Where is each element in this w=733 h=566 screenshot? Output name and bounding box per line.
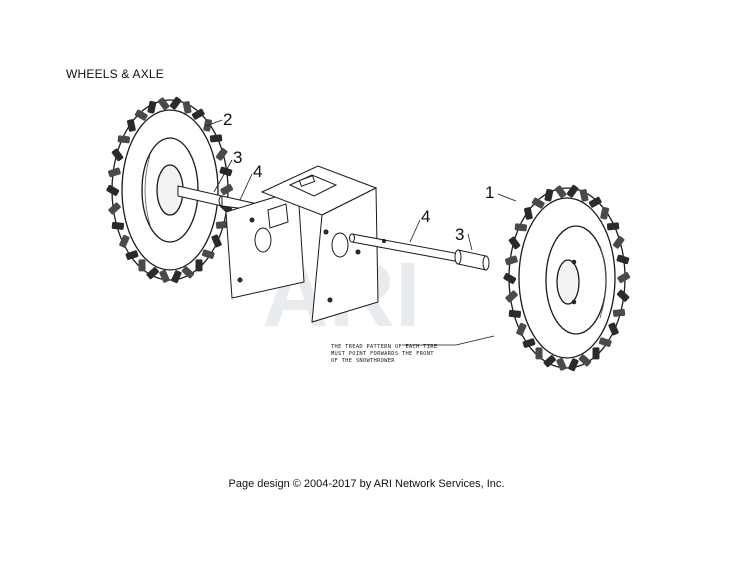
- left-rim-shading: [144, 154, 151, 226]
- right-spacer[interactable]: [454, 249, 490, 271]
- left-tread-block: [117, 135, 131, 144]
- left-tread-block: [215, 220, 229, 229]
- left-tread-block: [182, 101, 192, 114]
- left-tread-block: [111, 148, 124, 162]
- left-wheel[interactable]: [106, 96, 234, 284]
- left-tread-block: [134, 109, 148, 121]
- left-tread-block: [108, 167, 121, 178]
- right-tread-block: [556, 357, 567, 371]
- left-tread-block: [126, 119, 136, 132]
- left-tread-block: [181, 266, 195, 279]
- left-tread-block: [201, 249, 215, 259]
- right-tread-block: [503, 272, 517, 284]
- callout-right-axle: 4: [421, 207, 430, 226]
- right-wheel[interactable]: [503, 184, 631, 372]
- note-line-2: MUST POINT FORWARDS THE FRONT: [331, 351, 434, 357]
- right-tread-block: [544, 188, 554, 202]
- right-tread-block: [514, 223, 528, 232]
- right-tread-block: [612, 308, 626, 317]
- left-tread-block: [169, 96, 182, 110]
- page-footer: Page design © 2004-2017 by ARI Network S…: [228, 478, 505, 490]
- callout-left-axle: 4: [253, 162, 262, 181]
- left-tread-block: [138, 259, 146, 272]
- right-tread-block: [535, 347, 543, 360]
- left-tread-block: [209, 134, 223, 143]
- callout-left-wheel: 2: [223, 110, 232, 129]
- page-title: WHEELS & AXLE: [66, 67, 164, 81]
- left-tread-block: [157, 97, 170, 111]
- right-tread-block: [600, 206, 610, 220]
- right-tread-block: [523, 207, 533, 220]
- axle-frame[interactable]: [225, 165, 379, 323]
- left-tread-block: [111, 221, 125, 230]
- right-tread-block: [616, 254, 630, 265]
- left-tread-block: [119, 234, 130, 248]
- right-tread-block: [554, 185, 567, 199]
- left-tread-block: [125, 250, 139, 260]
- right-tread-block: [508, 236, 521, 250]
- right-tread-block: [612, 236, 625, 249]
- left-tread-block: [171, 270, 182, 284]
- right-tread-block: [606, 222, 620, 231]
- right-tread-block: [588, 196, 602, 208]
- left-tread-block: [215, 148, 228, 161]
- right-tread-block: [616, 289, 630, 302]
- right-tread-block: [578, 354, 592, 367]
- right-tread-block: [508, 309, 522, 318]
- right-tread-block: [543, 355, 556, 368]
- right-tread-block: [617, 272, 631, 284]
- right-tread-block: [505, 255, 518, 266]
- left-tread-block: [211, 234, 222, 248]
- left-tread-block: [191, 108, 205, 120]
- note-line-3: OF THE SNOWTHROWER: [331, 358, 395, 364]
- right-tread-block: [566, 184, 579, 198]
- right-tread-block: [608, 322, 619, 336]
- right-tread-block: [592, 347, 600, 360]
- right-tread-block: [568, 358, 579, 372]
- left-tread-block: [195, 259, 203, 272]
- right-hub: [556, 259, 580, 305]
- callout-right-wheel: 1: [485, 183, 494, 202]
- right-tread-block: [505, 290, 518, 303]
- left-tread-block: [159, 269, 170, 283]
- right-tread-block: [579, 189, 589, 202]
- left-tread-block: [108, 202, 121, 215]
- leader-lines: [205, 119, 517, 346]
- note-line-1: THE TREAD PATTERN OF EACH TIRE: [331, 344, 437, 350]
- left-tread-block: [147, 100, 157, 114]
- tread-pattern-note: THE TREAD PATTERN OF EACH TIRE MUST POIN…: [331, 344, 437, 364]
- right-tread-block: [516, 322, 527, 336]
- left-tread-block: [106, 184, 120, 196]
- right-tread-block: [522, 338, 536, 348]
- callout-right-spacer: 3: [455, 225, 464, 244]
- left-tread-block: [220, 184, 234, 196]
- left-tread-block: [146, 267, 159, 280]
- right-tread-block: [598, 337, 612, 347]
- right-tread-block: [531, 197, 545, 209]
- callout-left-spacer: 3: [233, 148, 242, 167]
